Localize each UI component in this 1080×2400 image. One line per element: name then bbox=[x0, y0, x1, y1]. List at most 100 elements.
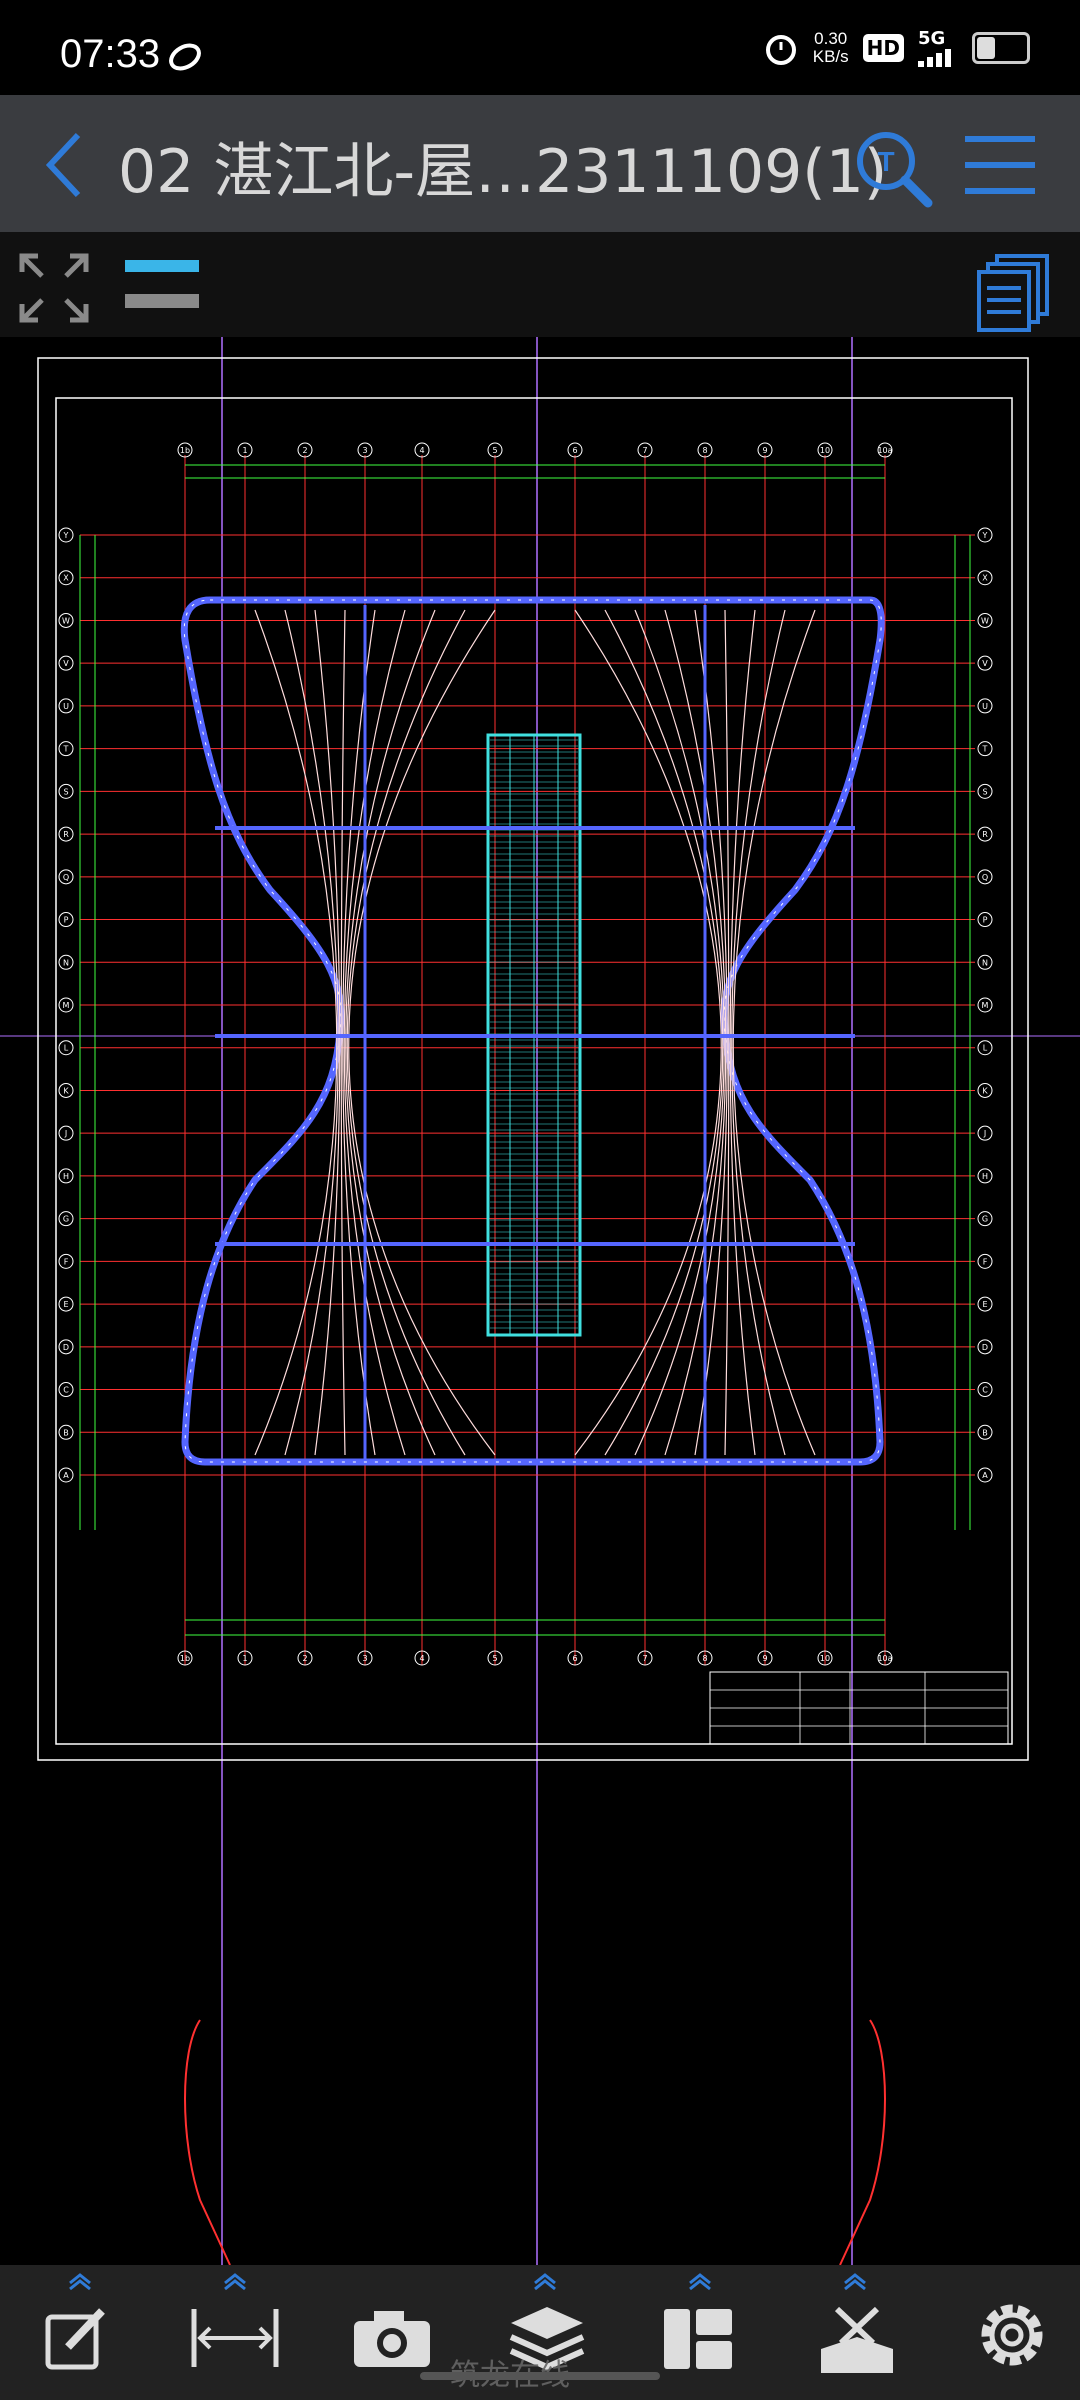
grid-bubble bbox=[977, 1424, 993, 1440]
grid-bubble bbox=[357, 1650, 373, 1666]
grid-label: 1 bbox=[242, 1654, 247, 1663]
alarm-icon bbox=[765, 34, 796, 65]
grid-label: Y bbox=[982, 531, 988, 540]
signal-indicator: 5G bbox=[918, 28, 958, 67]
grid-label: P bbox=[983, 916, 988, 925]
grid-bubble bbox=[977, 954, 993, 970]
grid-label: Q bbox=[982, 873, 988, 882]
grid-label: M bbox=[982, 1001, 989, 1010]
roof-arc bbox=[345, 609, 436, 1456]
grid-bubble bbox=[58, 869, 74, 885]
roof-arc bbox=[664, 609, 727, 1456]
back-arrow-icon[interactable] bbox=[30, 125, 100, 205]
grid-label: U bbox=[982, 702, 988, 711]
roof-arc bbox=[604, 609, 724, 1456]
grid-bubble bbox=[414, 442, 430, 458]
status-icons: 0.30 KB/s HD 5G bbox=[763, 28, 1030, 67]
grid-bubble bbox=[297, 442, 313, 458]
grid-label: G bbox=[982, 1215, 988, 1224]
grid-bubble bbox=[567, 442, 583, 458]
layer-bars-icon[interactable] bbox=[125, 256, 199, 316]
grid-bubble bbox=[58, 1211, 74, 1227]
measure-button[interactable] bbox=[175, 2265, 295, 2400]
grid-bubble bbox=[58, 1168, 74, 1184]
grid-bubble bbox=[817, 1650, 833, 1666]
roof-arc bbox=[348, 609, 496, 1456]
edit-button[interactable] bbox=[20, 2265, 140, 2400]
grid-bubble bbox=[58, 655, 74, 671]
home-indicator[interactable] bbox=[420, 2372, 660, 2380]
pages-icon[interactable] bbox=[975, 252, 1055, 332]
grid-bubble bbox=[414, 1650, 430, 1666]
battery-icon bbox=[972, 31, 1030, 64]
chevron-up-icon bbox=[689, 2273, 711, 2291]
grid-bubble bbox=[567, 1650, 583, 1666]
grid-bubble bbox=[977, 1339, 993, 1355]
grid-label: 6 bbox=[572, 1654, 577, 1663]
grid-label: 1b bbox=[180, 1654, 190, 1663]
grid-label: E bbox=[63, 1300, 68, 1309]
grid-label: N bbox=[982, 958, 988, 967]
roof-arc bbox=[254, 609, 338, 1456]
grid-bubble bbox=[977, 783, 993, 799]
grid-label: T bbox=[982, 745, 988, 754]
layout-button[interactable] bbox=[640, 2265, 760, 2400]
lower-drawing-arc bbox=[839, 2019, 886, 2266]
chevron-up-icon bbox=[534, 2273, 556, 2291]
grid-bubble bbox=[58, 1082, 74, 1098]
grid-bubble bbox=[817, 442, 833, 458]
grid-label: U bbox=[63, 702, 69, 711]
grid-label: S bbox=[982, 787, 987, 796]
text-search-icon[interactable]: T bbox=[850, 125, 935, 210]
grid-label: 2 bbox=[302, 446, 307, 455]
document-title: 02 湛江北-屋…2311109(1) bbox=[118, 137, 888, 207]
grid-bubble bbox=[877, 442, 893, 458]
title-bar: 02 湛江北-屋…2311109(1) T bbox=[0, 95, 1080, 232]
grid-bubble bbox=[357, 442, 373, 458]
grid-bubble bbox=[977, 997, 993, 1013]
grid-label: 4 bbox=[419, 1654, 424, 1663]
grid-bubble bbox=[977, 1040, 993, 1056]
grid-label: W bbox=[62, 616, 70, 625]
grid-bubble bbox=[977, 1082, 993, 1098]
grid-bubble bbox=[58, 1424, 74, 1440]
grid-label: F bbox=[983, 1257, 988, 1266]
settings-button[interactable] bbox=[950, 2265, 1070, 2400]
grid-bubble bbox=[58, 1040, 74, 1056]
fullscreen-icon[interactable] bbox=[18, 252, 90, 324]
grid-label: R bbox=[63, 830, 69, 839]
menu-icon[interactable] bbox=[960, 130, 1040, 200]
grid-bubble bbox=[977, 741, 993, 757]
chevron-up-icon bbox=[224, 2273, 246, 2291]
grid-label: J bbox=[983, 1129, 986, 1138]
grid-label: G bbox=[63, 1215, 69, 1224]
chevron-up-icon bbox=[69, 2273, 91, 2291]
grid-bubble bbox=[58, 1339, 74, 1355]
grid-label: 9 bbox=[762, 1654, 767, 1663]
layers-button[interactable] bbox=[485, 2265, 605, 2400]
roof-arc bbox=[694, 609, 728, 1456]
grid-bubble bbox=[58, 612, 74, 628]
grid-label: 3 bbox=[362, 446, 367, 455]
leaf-icon bbox=[169, 43, 201, 71]
tools-button[interactable] bbox=[795, 2265, 915, 2400]
settings-icon bbox=[981, 2304, 1043, 2366]
grid-label: 3 bbox=[362, 1654, 367, 1663]
grid-bubble bbox=[697, 442, 713, 458]
grid-label: H bbox=[63, 1172, 69, 1181]
grid-label: N bbox=[63, 958, 69, 967]
chevron-up-icon bbox=[844, 2273, 866, 2291]
grid-label: 5 bbox=[492, 1654, 497, 1663]
grid-label: P bbox=[64, 916, 69, 925]
grid-bubble bbox=[487, 442, 503, 458]
camera-icon bbox=[354, 2311, 430, 2367]
grid-bubble bbox=[177, 1650, 193, 1666]
grid-bubble bbox=[977, 1211, 993, 1227]
camera-button[interactable] bbox=[330, 2265, 450, 2400]
svg-text:T: T bbox=[877, 146, 894, 177]
hd-badge: HD bbox=[862, 33, 904, 62]
roof-arc bbox=[340, 609, 346, 1456]
grid-bubble bbox=[977, 1253, 993, 1269]
